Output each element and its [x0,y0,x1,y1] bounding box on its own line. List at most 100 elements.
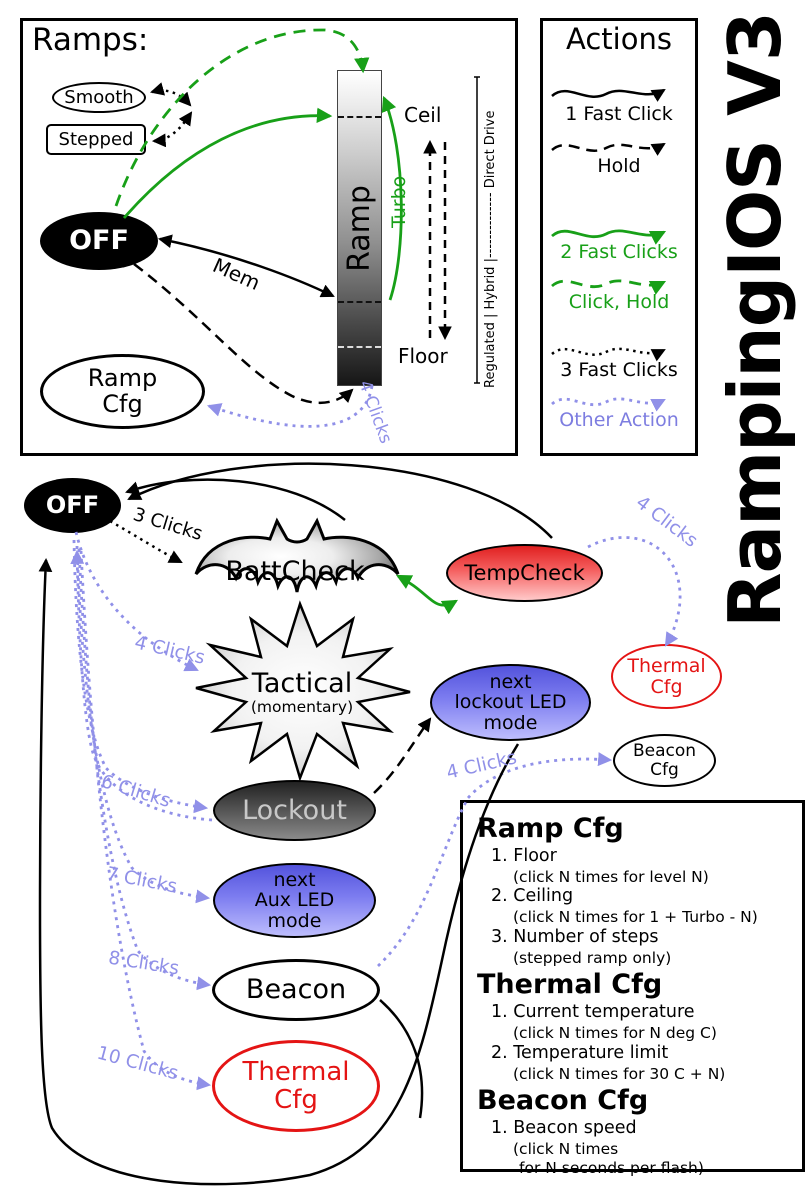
legend-2fastclicks-label: 2 Fast Clicks [560,241,678,263]
next-aux-line3: mode [267,909,322,932]
off-label: OFF [69,225,129,257]
item-number: 2. [491,1042,508,1063]
ramp-level-bar: Ramp [337,70,382,386]
beacon-return-join-wire [379,999,424,1119]
page-title: RampingIOS V3 [713,12,797,628]
legend-otheraction-label: Other Action [559,409,679,431]
ramp-cfg-line1: Ramp [87,363,158,392]
lockout-to-ledmode-wire [373,717,432,794]
next-lockout-line1: next [489,670,532,693]
thermal-cfg-bottom-line1: Thermal [242,1056,350,1087]
actions-legend-title: Actions [566,22,672,56]
clicks4-thermal-label: 4 Clicks [631,492,702,552]
tactical-label: Tactical [251,668,353,699]
ramp-cfg-item-3-sub: (stepped ramp only) [513,948,672,967]
off-node-main: OFF [24,478,121,533]
clicks8-label: 8 Clicks [106,947,181,980]
smooth-ramp-node: Smooth [52,82,146,113]
ramp-cfg-line2: Cfg [102,389,143,418]
beacon-label: Beacon [245,974,347,1006]
config-reference-box: Ramp Cfg 1. Floor (click N times for lev… [460,800,805,1177]
thermal-cfg-heading: Thermal Cfg [477,969,663,1001]
beacon-cfg-heading: Beacon Cfg [477,1085,649,1117]
item-text: Ceiling [513,886,574,907]
turbo-label: Turbo [388,175,410,228]
tactical-momentary-label: (momentary) [250,698,354,716]
next-lockout-line3: mode [483,711,538,734]
beacon-cfg-item-1-sub2: for N seconds per flash) [519,1158,704,1177]
next-lockout-led-node: next lockout LED mode [430,664,591,741]
off-to-thermalcfg-wire [79,550,212,1091]
tempcheck-to-thermalcfg-wire [587,536,682,647]
beacon-cfg-item-1-sub: (click N times [513,1140,619,1159]
item-number: 1. [491,1002,508,1023]
thermal-cfg-bottom-node: Thermal Cfg [212,1040,380,1132]
next-aux-line2: Aux LED [254,889,335,912]
stepped-ramp-node: Stepped [46,124,146,155]
off-main-label: OFF [45,490,100,519]
beacon-cfg-line1: Beacon [632,741,697,762]
thermal-cfg-item-1: 1. Current temperature [491,1002,796,1024]
thermal-cfg-right-line2: Cfg [650,675,683,698]
drive-scale-label: Regulated | Hybrid |-------------- Direc… [483,110,498,388]
clicks6-label: 6 Clicks [98,771,173,812]
thermal-cfg-item-2-sub: (click N times for 30 C + N) [513,1064,726,1083]
legend-3fastclicks-label: 3 Fast Clicks [560,359,678,381]
item-text: Number of steps [513,926,659,947]
legend-clickhold-label: Click, Hold [568,291,670,313]
off-to-auxled-wire [75,545,211,904]
item-number: 1. [491,1118,508,1139]
thermal-cfg-right-node: Thermal Cfg [611,644,722,709]
ramps-legend-title: Ramps: [32,22,149,58]
thermal-cfg-bottom-line2: Cfg [274,1085,318,1115]
item-text: Floor [513,846,557,866]
lockout-to-off-wire [70,549,213,822]
beacon-cfg-item-1: 1. Beacon speed [491,1118,796,1140]
thermal-cfg-item-1-sub: (click N times for N deg C) [513,1024,717,1043]
item-number: 1. [491,846,508,866]
off-to-lockout-wire [72,539,209,814]
floor-label: Floor [398,344,448,368]
mem-dash-line [338,301,381,303]
ramp-cfg-heading: Ramp Cfg [477,813,624,844]
floor-dash-line [338,346,381,348]
legend-hold-label: Hold [597,155,641,177]
clicks4-tactical-label: 4 Clicks [132,632,207,669]
next-aux-led-node: next Aux LED mode [213,863,376,938]
legend-1fastclick-label: 1 Fast Click [565,103,673,125]
clicks3-label: 3 Clicks [130,504,205,545]
beacon-cfg-line2: Cfg [650,759,679,780]
thermal-cfg-right-line1: Thermal [627,654,706,677]
ceiling-dash-line [338,116,381,118]
lockout-node: Lockout [213,780,376,841]
next-aux-line1: next [273,868,316,891]
off-to-beacon-wire [77,548,212,991]
battcheck-label: BattCheck [225,556,365,587]
lockout-label: Lockout [242,794,347,826]
item-text: Current temperature [513,1002,695,1023]
ramp-cfg-item-1: 1. Floor [491,846,796,868]
ramp-cfg-item-1-sub: (click N times for level N) [513,867,709,886]
next-lockout-line2: lockout LED [454,691,567,714]
beacon-cfg-node: Beacon Cfg [613,734,716,787]
item-text: Beacon speed [513,1118,637,1139]
item-number: 2. [491,886,508,907]
off-node-legend: OFF [40,212,158,270]
stepped-label: Stepped [58,128,134,150]
tempcheck-node: TempCheck [446,544,603,602]
smooth-label: Smooth [64,86,134,108]
item-number: 3. [491,926,508,947]
clicks10-label: 10 Clicks [94,1042,181,1085]
ramp-bar-label: Ramp [342,184,377,272]
ramp-cfg-item-3: 3. Number of steps [491,927,796,949]
ramp-cfg-item-2: 2. Ceiling [491,886,796,908]
clicks7-label: 7 Clicks [104,863,179,898]
item-text: Temperature limit [513,1042,669,1063]
actions-legend-box [540,18,698,456]
thermal-cfg-item-2: 2. Temperature limit [491,1043,796,1065]
battcheck-tempcheck-wire [395,574,458,615]
clicks4-beacon-label: 4 Clicks [444,747,519,784]
ceil-label: Ceil [404,103,442,127]
tempcheck-label: TempCheck [464,560,585,585]
